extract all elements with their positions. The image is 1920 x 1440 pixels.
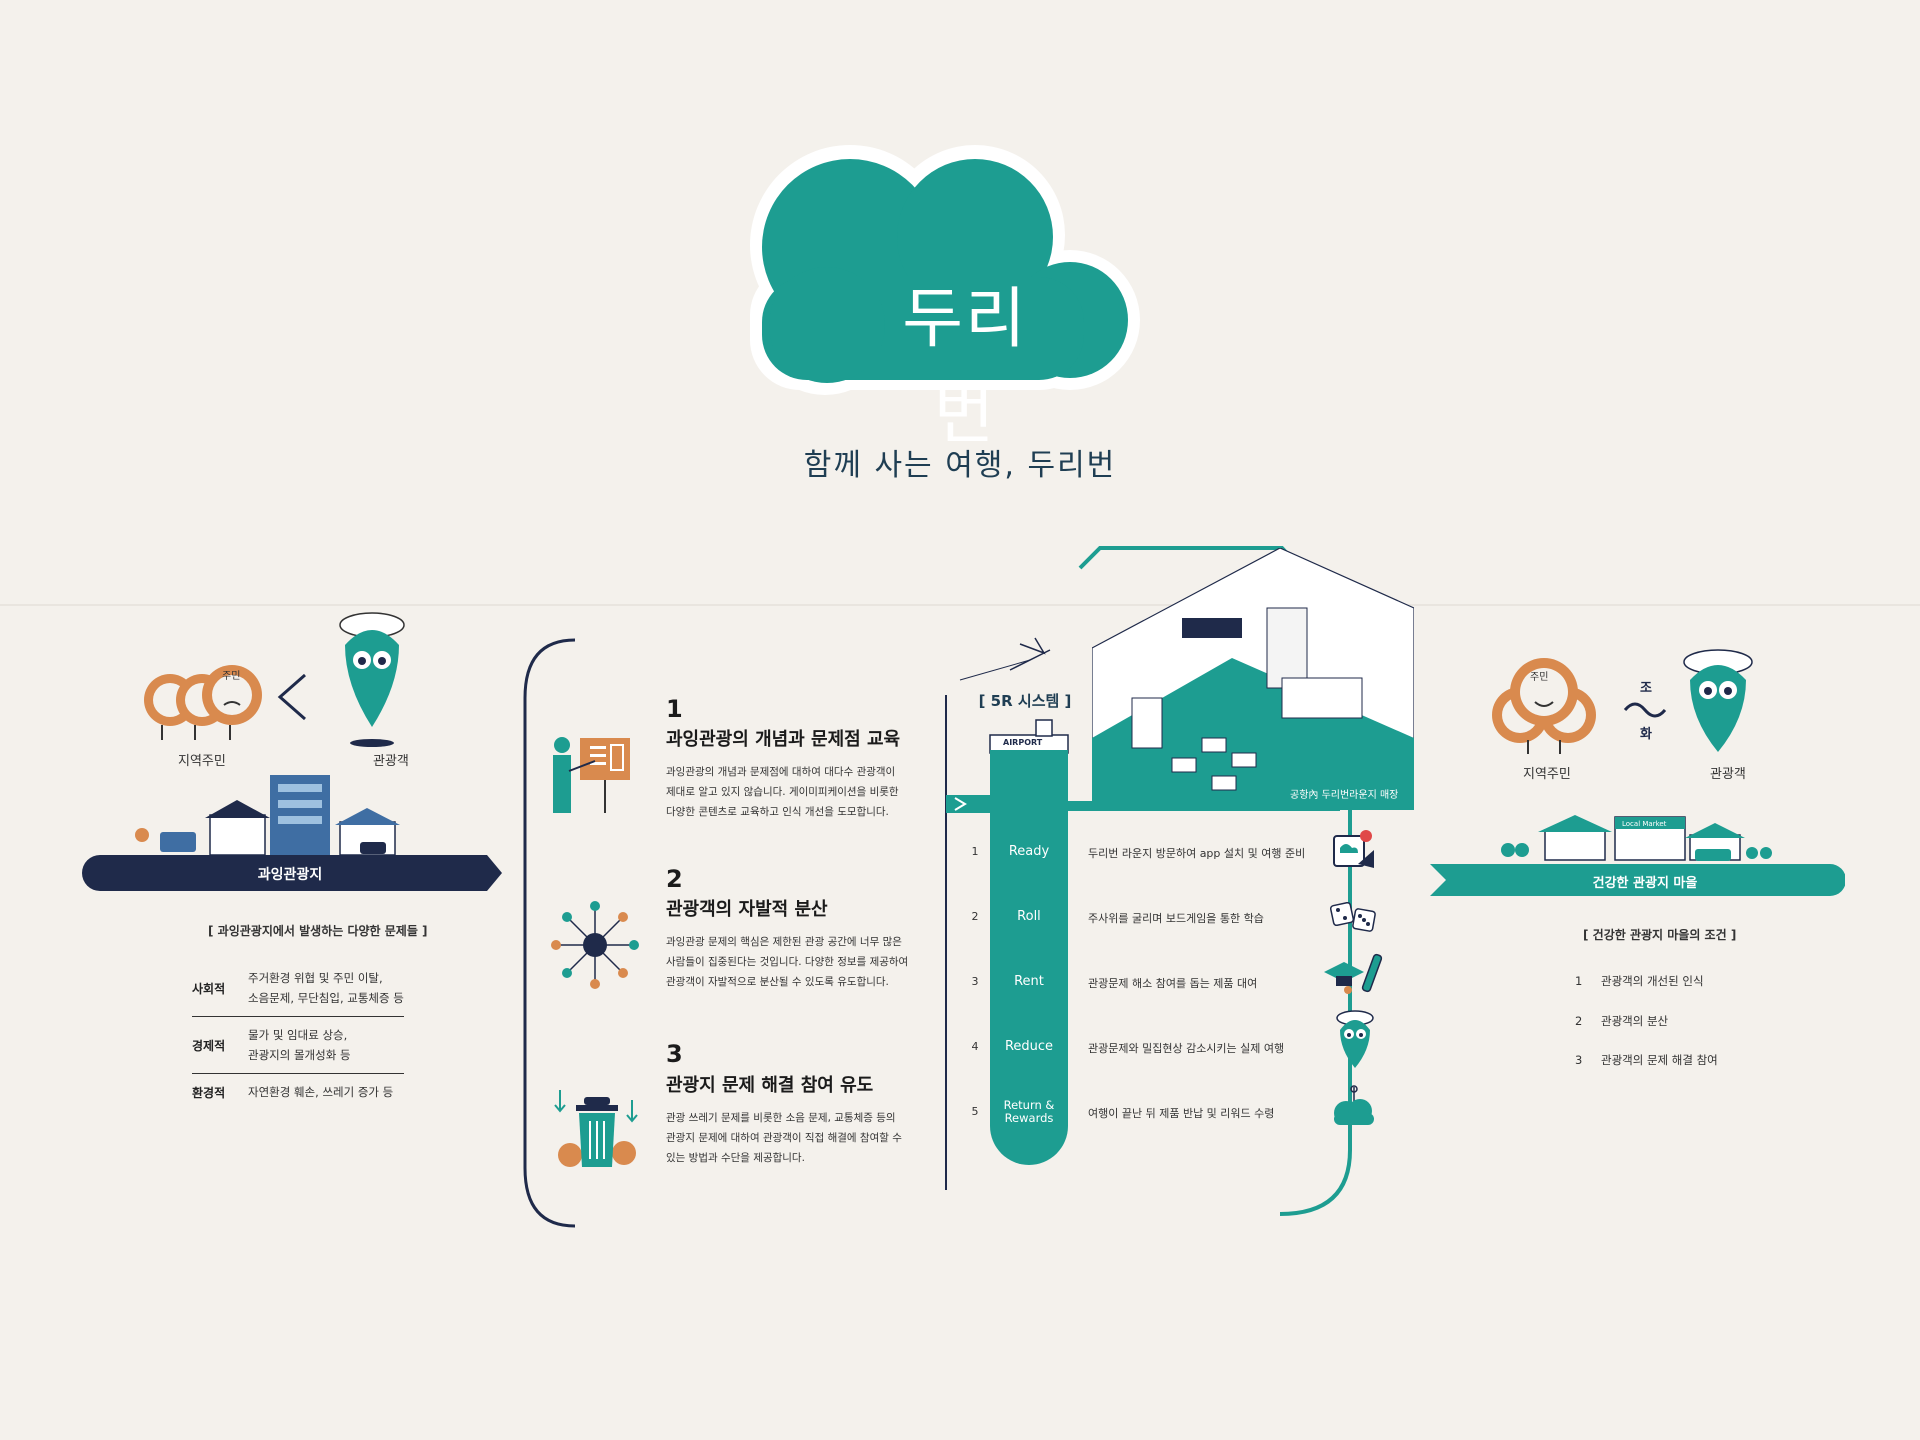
airport-label: AIRPORT — [1003, 738, 1043, 747]
right-resident-badge: 주민 — [1530, 672, 1549, 683]
reward-cloud-icon — [1334, 1085, 1374, 1125]
r-number: 1 — [971, 845, 979, 858]
table-row: 환경적 자연환경 훼손, 쓰레기 증가 등 — [192, 1073, 404, 1110]
step-title: 관광객의 자발적 분산 — [666, 899, 828, 920]
overtourism-banner-label: 과잉관광지 — [257, 867, 323, 883]
step-body: 관광 쓰레기 문제를 비롯한 소음 문제, 교통체증 등의 관광지 문제에 대하… — [666, 1108, 926, 1168]
r-desc: 관광문제와 밀집현상 감소시키는 실제 여행 — [1088, 1042, 1285, 1055]
problems-title: [ 과잉관광지에서 발생하는 다양한 문제들 ] — [208, 924, 428, 938]
market-sign: Local Market — [1622, 820, 1667, 828]
r-desc: 관광문제 해소 참여를 돕는 제품 대여 — [1088, 977, 1258, 990]
resident-badge: 주민 — [222, 671, 241, 682]
step-line: 제대로 알고 있지 않습니다. 게이미피케이션을 비롯한 — [666, 786, 899, 798]
tourist-label: 관광객 — [373, 754, 409, 769]
step-line: 과잉관광의 개념과 문제점에 대하여 대다수 관광객이 — [666, 766, 896, 778]
harmony-top-char: 조 — [1640, 681, 1652, 696]
overtourism-banner — [82, 855, 502, 891]
tagline: 함께 사는 여행, 두리번 — [803, 448, 1117, 483]
table-row: 사회적 주거환경 위협 및 주민 이탈, 소음문제, 무단침입, 교통체증 등 — [192, 960, 404, 1016]
step-line: 있는 방법과 수단을 제공합니다. — [666, 1152, 805, 1164]
r-name-reduce: Reduce — [1004, 1039, 1054, 1054]
r-number: 4 — [971, 1040, 979, 1053]
condition-number: 2 — [1575, 1014, 1583, 1028]
step-title: 과잉관광의 개념과 문제점 교육 — [666, 729, 901, 750]
r-number: 3 — [971, 975, 979, 988]
condition-row: 3 관광객의 문제 해결 참여 — [1575, 1052, 1718, 1068]
r-desc: 여행이 끝난 뒤 제품 반납 및 리워드 수령 — [1088, 1107, 1275, 1120]
condition-text: 관광객의 분산 — [1601, 1014, 1669, 1028]
r-name-ready: Ready — [1008, 844, 1050, 859]
step-line: 사람들이 집중된다는 것입니다. 다양한 정보를 제공하여 — [666, 956, 909, 968]
step-number: 3 — [666, 1040, 683, 1068]
conditions-title: [ 건강한 관광지 마을의 조건 ] — [1583, 928, 1737, 942]
r-desc: 두리번 라운지 방문하여 app 설치 및 여행 준비 — [1088, 847, 1306, 860]
step-number: 2 — [666, 865, 683, 893]
condition-text: 관광객의 문제 해결 참여 — [1601, 1053, 1718, 1067]
category-label: 경제적 — [192, 1038, 226, 1053]
five-r-title: [ 5R 시스템 ] — [978, 692, 1072, 710]
trash-bin-icon — [554, 1090, 638, 1167]
condition-row: 1 관광객의 개선된 인식 — [1575, 973, 1704, 989]
left-bracket — [523, 638, 575, 1228]
r-name-roll: Roll — [1017, 909, 1041, 924]
problems-table: 사회적 주거환경 위협 및 주민 이탈, 소음문제, 무단침입, 교통체증 등 … — [192, 960, 404, 1110]
condition-number: 1 — [1575, 974, 1583, 988]
category-label: 사회적 — [192, 981, 226, 996]
logo-cloud: 두리번 — [735, 145, 1155, 453]
airport-tower — [990, 750, 1068, 1165]
r-desc: 주사위를 굴리며 보드게임을 통한 학습 — [1088, 912, 1264, 925]
step-line: 관광지 문제에 대하여 관광객이 직접 해결에 참여할 수 — [666, 1132, 902, 1144]
condition-number: 3 — [1575, 1053, 1583, 1067]
dice-icon — [1329, 901, 1376, 932]
healthy-village-banner — [1430, 864, 1845, 896]
step-line: 다양한 콘텐츠로 교육하고 인식 개선을 도모합니다. — [666, 806, 889, 818]
phone-app-icon — [1333, 830, 1374, 868]
crowded-city-illustration — [135, 775, 400, 856]
category-label: 환경적 — [192, 1085, 226, 1100]
table-row: 경제적 물가 및 임대료 상승, 관광지의 몰개성화 등 — [192, 1016, 404, 1073]
healthy-village-banner-label: 건강한 관광지 마을 — [1592, 876, 1698, 891]
r-name-rewards: Rewards — [1004, 1111, 1054, 1125]
condition-text: 관광객의 개선된 인식 — [1601, 974, 1704, 988]
healthy-village-illustration — [1501, 815, 1772, 861]
right-resident-label: 지역주민 — [1523, 767, 1571, 782]
step-line: 과잉관광 문제의 핵심은 제한된 관광 공간에 너무 많은 — [666, 936, 902, 948]
resident-label: 지역주민 — [178, 754, 226, 769]
overtourism-characters-illustration — [144, 612, 405, 747]
r-number: 2 — [971, 910, 979, 923]
problem-line: 자연환경 훼손, 쓰레기 증가 등 — [248, 1085, 394, 1099]
step-body: 과잉관광 문제의 핵심은 제한된 관광 공간에 너무 많은 사람들이 집중된다는… — [666, 932, 916, 992]
step-number: 1 — [666, 695, 683, 723]
wall-seam — [0, 604, 1920, 606]
problem-line: 소음문제, 무단침입, 교통체증 등 — [248, 991, 404, 1005]
r-name-rent: Rent — [1014, 974, 1044, 989]
lounge-store-illustration — [1092, 548, 1414, 810]
problem-line: 관광지의 몰개성화 등 — [248, 1048, 351, 1062]
problem-line: 주거환경 위협 및 주민 이탈, — [248, 971, 383, 985]
condition-row: 2 관광객의 분산 — [1575, 1013, 1668, 1029]
problem-line: 물가 및 임대료 상승, — [248, 1028, 348, 1042]
step-body: 과잉관광의 개념과 문제점에 대하여 대다수 관광객이 제대로 알고 있지 않습… — [666, 762, 916, 822]
right-tourist-label: 관광객 — [1710, 767, 1746, 782]
step-title: 관광지 문제 해결 참여 유도 — [666, 1075, 874, 1096]
cloud-icon — [750, 145, 1140, 395]
r-number: 5 — [971, 1105, 979, 1118]
harmony-characters-illustration — [1492, 649, 1753, 754]
teacher-board-icon — [553, 737, 630, 813]
rental-items-icon — [1324, 953, 1383, 994]
dispersion-icon — [551, 901, 639, 989]
logo-text: 두리번 — [902, 280, 1028, 453]
step-line: 관광객이 자발적으로 분산될 수 있도록 유도합니다. — [666, 976, 889, 988]
r-name-return: Return & — [1003, 1098, 1055, 1112]
tourist-character-icon — [1336, 1010, 1374, 1068]
harmony-bottom-char: 화 — [1640, 727, 1652, 742]
store-caption: 공항內 두리번라운지 매장 — [1290, 790, 1399, 801]
step-line: 관광 쓰레기 문제를 비롯한 소음 문제, 교통체증 등의 — [666, 1112, 896, 1124]
